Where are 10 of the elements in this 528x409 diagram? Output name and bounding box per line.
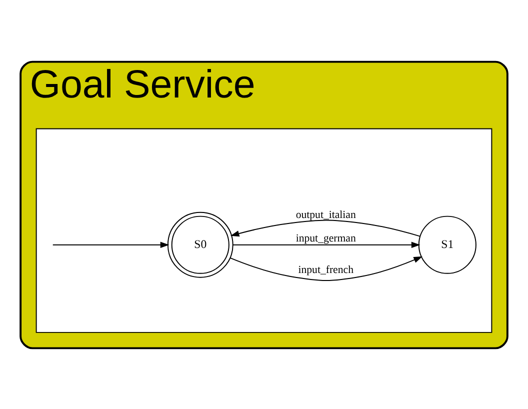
edge-label: output_italian — [296, 208, 356, 221]
arrow — [52, 241, 170, 248]
edge-label: input_german — [296, 232, 356, 244]
arrow — [230, 256, 423, 280]
cluster — [36, 128, 492, 332]
arrow — [230, 219, 421, 236]
arrow — [232, 241, 420, 248]
edge-label: input_french — [298, 264, 354, 276]
node-circle: S0 — [167, 211, 234, 278]
node-circle: S1 — [418, 215, 476, 274]
